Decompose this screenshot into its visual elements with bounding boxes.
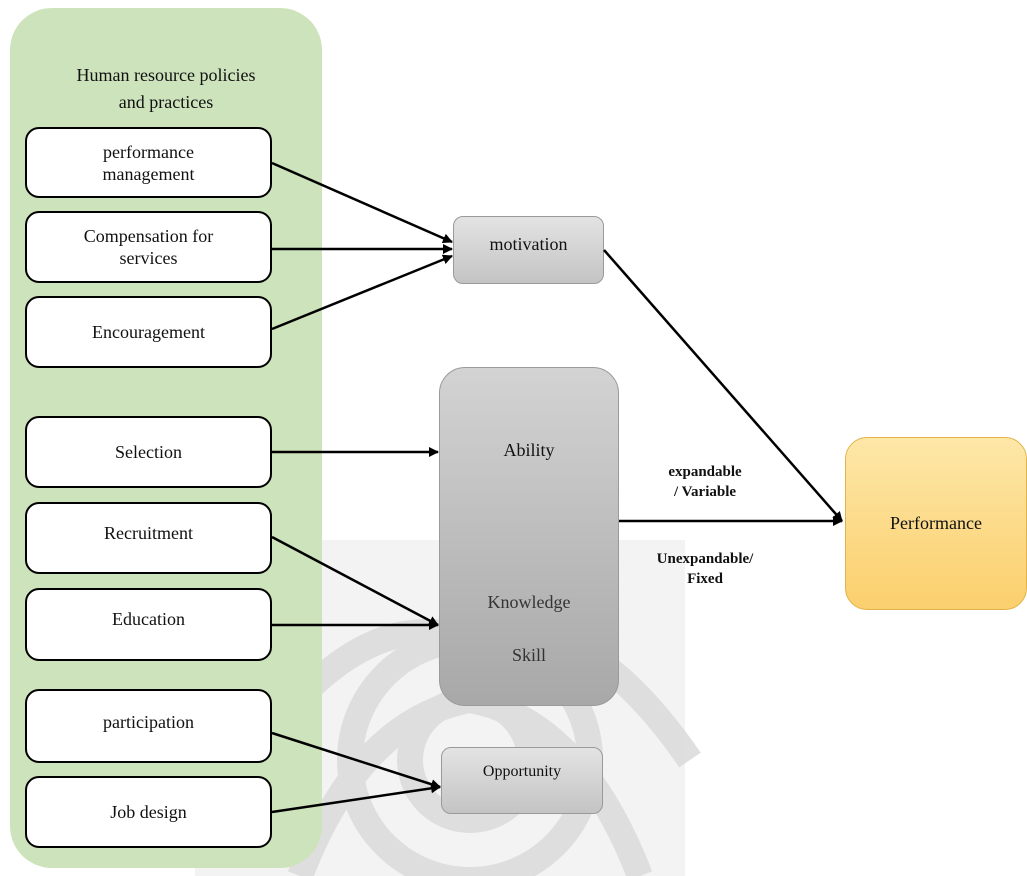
- arrow-performance-management-to-motivation: [271, 161, 453, 244]
- fixed-note: Unexpandable/ Fixed: [656, 551, 754, 587]
- motivation-box: motivation: [453, 216, 604, 284]
- hr-box-encouragement: Encouragement: [25, 296, 272, 368]
- hr-box-education: Education: [25, 588, 272, 661]
- hr-box-recruitment: Recruitment: [25, 502, 272, 574]
- variable-note: expandable / Variable: [668, 464, 742, 500]
- arrow-job-design-to-opportunity: [271, 783, 441, 814]
- knowledge-label: Knowledge: [487, 592, 571, 612]
- skill-label: Skill: [511, 645, 546, 665]
- arrow-participation-to-opportunity: [271, 731, 441, 790]
- panel-title: Human resource policies and practices: [76, 65, 256, 112]
- arrow-encouragement-to-motivation: [271, 254, 453, 331]
- ability-label: Ability: [503, 440, 555, 460]
- hr-box-job-design: Job design: [25, 776, 272, 848]
- arrow-recruitment-to-knowledge: [271, 535, 439, 627]
- ability-box: [439, 367, 619, 706]
- opportunity-box: Opportunity: [441, 747, 603, 814]
- performance-box: Performance: [845, 437, 1027, 610]
- hr-box-participation: participation: [25, 689, 272, 763]
- hr-box-selection: Selection: [25, 416, 272, 488]
- arrow-motivation-to-performance: [603, 249, 843, 522]
